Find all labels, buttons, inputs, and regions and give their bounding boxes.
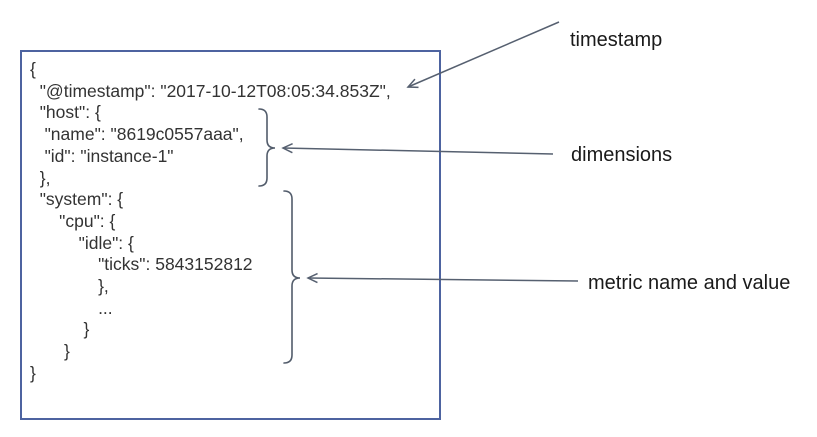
metric-name-and-value-label: metric name and value	[588, 272, 791, 294]
json-code: { "@timestamp": "2017-10-12T08:05:34.853…	[30, 59, 391, 383]
dimensions-label: dimensions	[571, 144, 673, 166]
json-document-box	[20, 50, 441, 420]
timestamp-label: timestamp	[570, 29, 663, 51]
